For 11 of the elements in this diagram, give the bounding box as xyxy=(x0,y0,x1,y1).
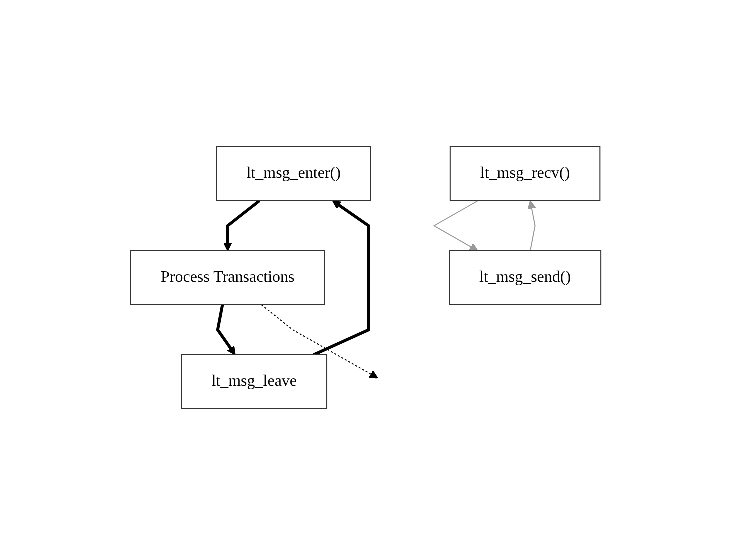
arrow xyxy=(528,200,537,252)
arrow xyxy=(224,200,261,252)
node-box: lt_msg_recv() xyxy=(450,146,602,202)
arrow xyxy=(216,304,236,356)
node-box: Process Transactions xyxy=(130,250,326,306)
arrow xyxy=(314,200,371,356)
node-box: lt_msg_enter() xyxy=(216,146,372,202)
arrow xyxy=(262,304,379,379)
node-box: lt_msg_leave xyxy=(182,354,328,410)
node-box: lt_msg_send() xyxy=(449,250,602,306)
arrow xyxy=(434,200,480,252)
